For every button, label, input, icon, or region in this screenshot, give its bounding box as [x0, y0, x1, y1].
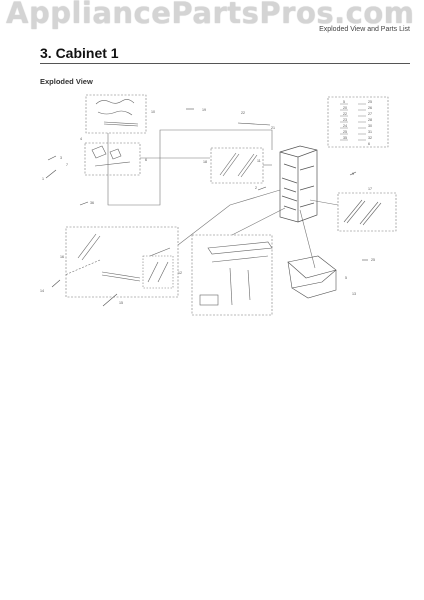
list-right-5: 30	[368, 124, 372, 128]
callout-2: 2	[255, 186, 257, 190]
leader-line-1	[107, 129, 273, 206]
detail-box-inner	[142, 255, 174, 289]
callout-7: 7	[66, 163, 68, 167]
title-divider	[40, 63, 410, 64]
exploded-view-heading: Exploded View	[40, 77, 93, 86]
callout-15: 15	[119, 301, 123, 305]
list-left-5: 24	[343, 124, 347, 128]
leader-line-5	[177, 189, 281, 246]
callout-10: 10	[151, 110, 155, 114]
watermark-logo: AppliancePartsPros.com	[6, 0, 415, 30]
cover-assembly	[199, 241, 273, 306]
door-trim-parts	[77, 233, 171, 283]
callout-21: 21	[271, 126, 275, 130]
callout-1: 1	[42, 177, 44, 181]
section-title: 3. Cabinet 1	[40, 45, 119, 61]
callout-12: 12	[178, 271, 182, 275]
leader-line-8	[64, 259, 101, 276]
callout-36: 36	[90, 201, 94, 205]
list-right-2: 26	[368, 106, 372, 110]
leader-line-7	[299, 209, 316, 269]
list-right-7: 32	[368, 136, 372, 140]
callout-3: 3	[60, 156, 62, 160]
callout-13: 13	[352, 292, 356, 296]
list-right-6: 31	[368, 130, 372, 134]
detail-box-center	[210, 147, 264, 184]
detail-box-top-left	[85, 94, 147, 134]
refrigerator-cabinet	[279, 145, 318, 223]
callout-18: 18	[203, 160, 207, 164]
callout-25: 25	[371, 258, 375, 262]
list-left-7: 35	[343, 136, 347, 140]
ice-maker-wiring	[95, 99, 139, 127]
callout-16: 16	[60, 255, 64, 259]
leader-line-6	[231, 207, 286, 236]
list-left-4: 23	[343, 118, 347, 122]
detail-box-right	[337, 192, 397, 232]
callout-11: 11	[257, 159, 261, 163]
parts-list-box	[327, 96, 389, 148]
callout-19: 19	[202, 108, 206, 112]
loose-screws	[45, 108, 368, 307]
callout-17: 17	[368, 187, 372, 191]
callout-5: 5	[345, 276, 347, 280]
leader-line-4	[309, 199, 339, 206]
detail-box-bottom-left	[65, 226, 179, 298]
header-label: Exploded View and Parts List	[319, 26, 410, 33]
list-left-2: 20	[343, 106, 347, 110]
callout-22: 22	[241, 111, 245, 115]
list-right-4: 28	[368, 118, 372, 122]
list-left-3: 22	[343, 112, 347, 116]
list-right-8: 6	[368, 142, 370, 146]
shelf-rails	[219, 152, 258, 178]
ice-bucket	[287, 255, 337, 299]
callout-14: 14	[40, 289, 44, 293]
callout-4: 4	[80, 137, 82, 141]
list-left-6: 25	[343, 130, 347, 134]
list-left-1: 5	[343, 100, 345, 104]
hinge-parts	[91, 145, 131, 167]
list-right-1: 25	[368, 100, 372, 104]
parts-list-dashes	[340, 103, 366, 141]
list-right-3: 27	[368, 112, 372, 116]
callout-9: 9	[352, 172, 354, 176]
callout-6: 6	[145, 158, 147, 162]
drawer-rails	[343, 199, 382, 226]
detail-box-left	[84, 142, 141, 176]
